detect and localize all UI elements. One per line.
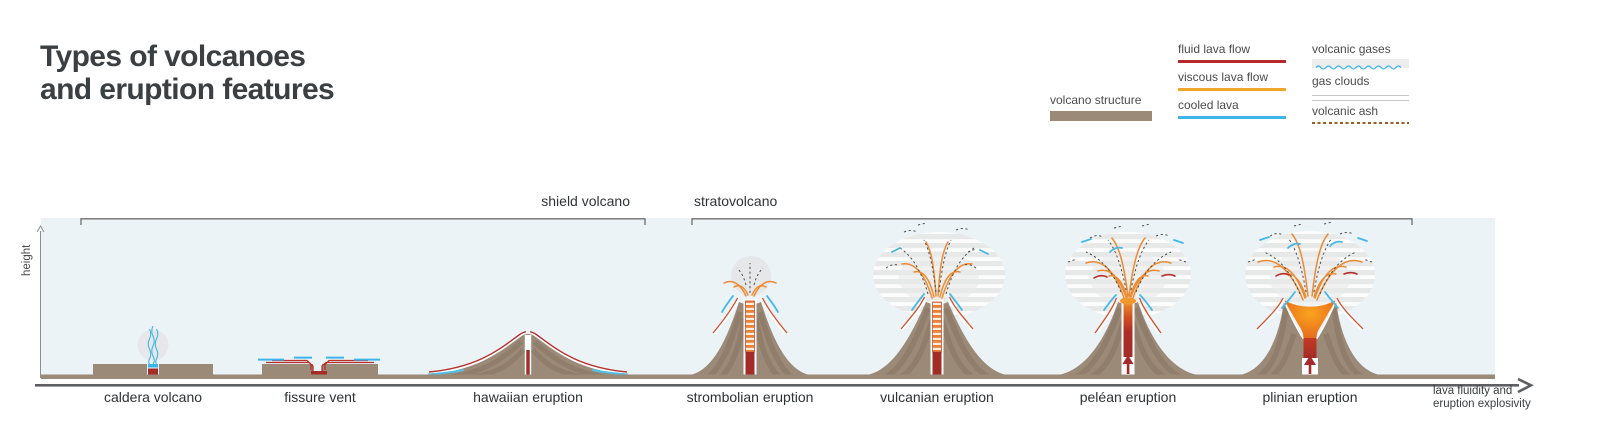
lava-fountain [1085,237,1172,299]
legend-item-cooled-lava: cooled lava [1178,99,1286,119]
viscous-lava-conduit [745,300,755,353]
legend-gas-clouds-label: gas clouds [1312,74,1370,88]
vulcanian-eruption-illustration [867,222,1007,376]
magma-conduit [1303,338,1317,358]
legend-volcanic-ash-label: volcanic ash [1312,103,1379,118]
ash-trails [1247,221,1373,295]
cooled-lava-bits [721,295,779,313]
legend-atmo-column: volcanic gases gas clouds volcanic ash [1312,42,1409,125]
legend-item-volcanic-ash: volcanic ash [1312,103,1409,125]
y-axis-label: height [21,244,33,276]
strombolian-eruption-illustration [690,256,810,376]
gas-clouds-swatch-line1 [1312,95,1409,97]
volcano-label-pelean: peléan eruption [1079,389,1177,405]
gas-cloud [731,256,771,296]
volcano-structure-swatch [1050,111,1152,121]
strata-layers [1254,307,1366,375]
lava-fragments [1275,271,1358,277]
legend-cooled-lava-label: cooled lava [1178,98,1239,112]
caldera-platform-left [93,364,147,375]
plinian-eruption-illustration [1240,221,1380,376]
x-axis-label: lava fluidity and eruption explosivity [1433,385,1531,411]
cooled-lava-bits [891,247,989,311]
crater-rim-flows [712,297,788,335]
volcano-label-plinian: plinian eruption [1262,389,1358,405]
magma-rise-arrow [1304,355,1316,374]
magma-column [932,352,942,376]
cooled-lava-bits [1259,236,1368,309]
lava-fountain [901,241,973,299]
crater-rim-flows [1094,297,1162,335]
legend-lava-column: fluid lava flow viscous lava flow cooled… [1178,43,1286,127]
cooled-lava-right [591,369,629,376]
cooled-lava-left [427,369,465,376]
stratovolcano-group-label: stratovolcano [694,193,778,209]
magma-pocket [311,371,327,377]
lava-fragments [1093,273,1176,279]
page-title: Types of volcanoes and eruption features [40,40,335,106]
gas-cloud-core [1270,250,1350,306]
cooled-lava-tips [258,356,380,361]
legend-fluid-lava-label: fluid lava flow [1178,42,1251,56]
volcanic-gases [147,325,159,365]
cooled-lava-swatch [1178,116,1286,119]
legend-viscous-lava-label: viscous lava flow [1178,70,1269,84]
legend-item-volcanic-gases: volcanic gases [1312,42,1409,70]
viscous-lava-swatch [1178,88,1286,91]
ash-trails [885,222,977,295]
legend-item-gas-clouds: gas clouds [1312,75,1409,101]
legend-item-viscous-lava: viscous lava flow [1178,71,1286,91]
shield-volcano-bracket [80,218,646,225]
fluid-lava-flows [266,359,374,371]
fluid-lava-swatch [1178,60,1286,63]
stratovolcano-bracket [691,218,1413,225]
fissure-vent-illustration [258,356,380,377]
magma-conduit [1123,301,1133,357]
volcanic-ash-swatch [1312,121,1409,125]
ash-trails [1067,223,1187,293]
volcano-label-caldera: caldera volcano [103,389,203,405]
gas-clouds-swatch-line2 [1312,99,1409,101]
x-axis [35,377,1534,394]
y-axis [36,225,45,378]
magma-conduit [526,350,530,375]
crater-glow [1120,297,1136,305]
shield-volcano-group-label: shield volcano [541,193,630,209]
title-line1: Types of volcanoes [40,40,306,73]
viscous-lava-conduit [932,301,942,353]
gas-cloud-core [1090,251,1166,305]
legend-volcanic-gases-label: volcanic gases [1312,42,1391,56]
magma-rise-arrow [1122,355,1134,374]
lava-fountain [1257,233,1363,301]
title-line2: and eruption features [40,73,335,106]
cooled-lava-layer [148,364,158,368]
cooled-lava-bits [1081,238,1184,311]
caldera-volcano-illustration [93,325,213,375]
legend-structure-label: volcano structure [1050,93,1142,107]
caldera-platform-right [159,364,213,375]
legend-volcano-structure: volcano structure [1050,94,1152,121]
x-axis-label-line2: eruption explosivity [1433,398,1531,410]
x-axis-label-line1: lava fluidity and [1433,385,1513,397]
lava-layers [449,340,607,375]
lava-fountain [723,280,777,297]
pelean-eruption-illustration [1058,223,1198,376]
ground-line [41,374,1495,379]
volcano-label-hawaiian: hawaiian eruption [473,389,583,405]
ash-trails [736,263,764,293]
crater-rim-flows [900,296,974,331]
magma-column [745,352,755,376]
volcanic-gases-swatch [1312,59,1409,70]
surface-lava-flow [428,331,628,375]
legend-item-fluid-lava: fluid lava flow [1178,43,1286,63]
crater-funnel [1284,300,1336,339]
volcano-label-strombolian: strombolian eruption [686,389,814,405]
volcano-label-fissure: fissure vent [284,389,356,405]
hawaiian-eruption-illustration [427,331,629,376]
magma-layer [148,368,158,375]
volcano-label-vulcanian: vulcanian eruption [880,389,994,405]
gas-wave-icon [1315,65,1402,70]
